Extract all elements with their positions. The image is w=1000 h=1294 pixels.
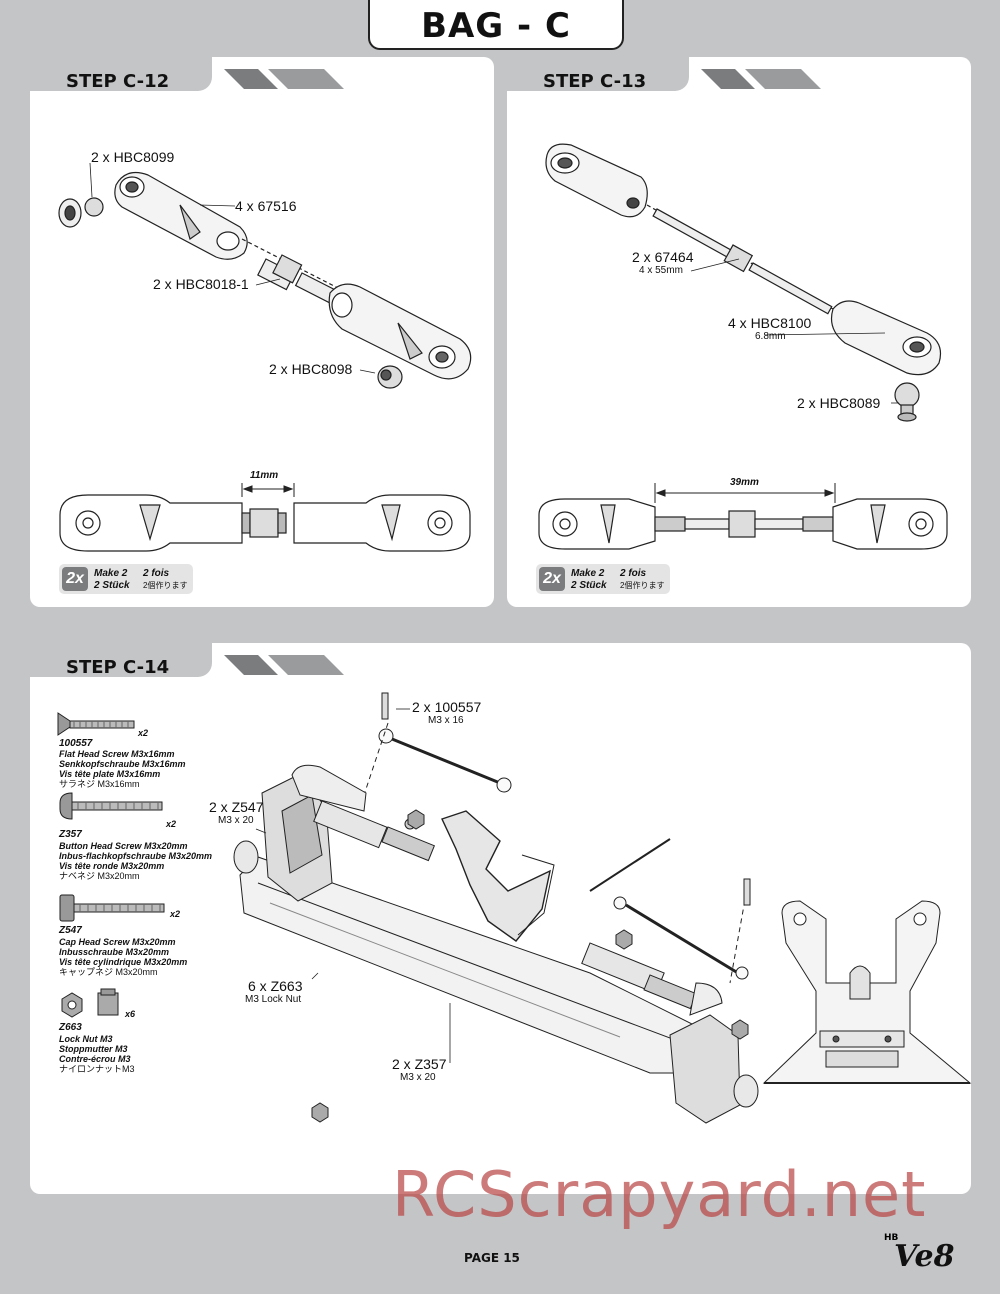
label-67464-size: 4 x 55mm bbox=[639, 265, 683, 276]
part-0-name-jp: サラネジ M3x16mm bbox=[59, 779, 140, 789]
part-0-name-en: Flat Head Screw M3x16mm bbox=[59, 749, 175, 759]
dimension-39mm: 39mm bbox=[730, 477, 759, 488]
make-2-badge: 2x bbox=[539, 567, 565, 591]
part-3-name-jp: ナイロンナットM3 bbox=[59, 1064, 135, 1074]
part-0-qty: x2 bbox=[138, 728, 149, 738]
callout-100557: 2 x 100557 bbox=[412, 699, 482, 715]
bag-title: BAG - C bbox=[421, 6, 571, 46]
header-stripes bbox=[224, 655, 344, 675]
dimension-11mm: 11mm bbox=[250, 470, 279, 481]
header-stripes bbox=[224, 69, 344, 89]
part-2-name-en: Cap Head Screw M3x20mm bbox=[59, 937, 176, 947]
make-text-jp: 2個作ります bbox=[143, 581, 188, 590]
part-1-qty: x2 bbox=[166, 819, 177, 829]
callout-z663: 6 x Z663 bbox=[248, 978, 303, 994]
part-2-code: Z547 bbox=[59, 925, 82, 936]
callout-100557-size: M3 x 16 bbox=[428, 715, 464, 726]
make-text-de: 2 Stück bbox=[571, 580, 607, 591]
callout-z547: 2 x Z547 bbox=[209, 799, 264, 815]
part-0-name-de: Senkkopfschraube M3x16mm bbox=[59, 759, 186, 769]
part-2-name-jp: キャップネジ M3x20mm bbox=[59, 967, 158, 977]
step-c12-exploded-drawing bbox=[58, 162, 472, 552]
part-2-name-fr: Vis tête cylindrique M3x20mm bbox=[59, 957, 188, 967]
part-0-code: 100557 bbox=[59, 738, 93, 749]
make-text-jp: 2個作ります bbox=[620, 581, 665, 590]
part-3-name-en: Lock Nut M3 bbox=[59, 1034, 113, 1044]
step-c12-title: STEP C-12 bbox=[66, 71, 170, 92]
label-hbc8100: 4 x HBC8100 bbox=[728, 315, 812, 331]
logo-brand: HB bbox=[884, 1233, 899, 1243]
part-1-name-de: Inbus-flachkopfschraube M3x20mm bbox=[59, 851, 213, 861]
logo-model: Ve8 bbox=[894, 1239, 955, 1274]
step-c14-title: STEP C-14 bbox=[66, 657, 170, 678]
callout-z357: 2 x Z357 bbox=[392, 1056, 447, 1072]
make-2-note: 2x Make 2 2 Stück 2 fois 2個作ります bbox=[536, 564, 670, 594]
watermark: RCScrapyard.net bbox=[392, 1158, 927, 1231]
label-67516: 4 x 67516 bbox=[235, 198, 297, 214]
label-67464: 2 x 67464 bbox=[632, 249, 694, 265]
make-text-fr: 2 fois bbox=[620, 568, 647, 579]
label-hbc8018: 2 x HBC8018-1 bbox=[153, 276, 249, 292]
make-text-fr: 2 fois bbox=[143, 568, 170, 579]
label-hbc8100-size: 6.8mm bbox=[755, 331, 786, 342]
part-3-name-fr: Contre-écrou M3 bbox=[59, 1054, 131, 1064]
part-1-name-jp: ナベネジ M3x20mm bbox=[59, 871, 140, 881]
callout-z357-size: M3 x 20 bbox=[400, 1072, 436, 1083]
ve8-logo: HB Ve8 bbox=[880, 1226, 970, 1281]
step-c13-title: STEP C-13 bbox=[543, 71, 647, 92]
make-2-note: 2x Make 2 2 Stück 2 fois 2個作ります bbox=[59, 564, 193, 594]
part-1-name-en: Button Head Screw M3x20mm bbox=[59, 841, 188, 851]
make-text-en: Make 2 bbox=[94, 568, 128, 579]
header-stripes bbox=[701, 69, 821, 89]
part-2-name-de: Inbusschraube M3x20mm bbox=[59, 947, 170, 957]
step-c13-panel: STEP C-13 bbox=[507, 55, 971, 607]
step-c14-panel: STEP C-14 x2 100557 Flat Head Screw M3 bbox=[30, 641, 972, 1194]
label-hbc8099: 2 x HBC8099 bbox=[91, 149, 175, 165]
part-0-name-fr: Vis tête plate M3x16mm bbox=[59, 769, 161, 779]
chassis-assembly-drawing bbox=[233, 692, 972, 1124]
part-3-qty: x6 bbox=[125, 1009, 136, 1019]
make-text-de: 2 Stück bbox=[94, 580, 130, 591]
callout-z663-size: M3 Lock Nut bbox=[245, 994, 302, 1005]
part-1-name-fr: Vis tête ronde M3x20mm bbox=[59, 861, 165, 871]
page-number: PAGE 15 bbox=[464, 1251, 520, 1265]
bag-title-tab: BAG - C bbox=[368, 0, 624, 50]
make-text-en: Make 2 bbox=[571, 568, 605, 579]
part-3-code: Z663 bbox=[59, 1022, 82, 1033]
part-1-code: Z357 bbox=[59, 829, 82, 840]
part-2-qty: x2 bbox=[170, 909, 181, 919]
step-c12-panel: STEP C-12 bbox=[30, 55, 494, 607]
step-c13-exploded-drawing bbox=[538, 143, 948, 550]
part-3-name-de: Stoppmutter M3 bbox=[59, 1044, 128, 1054]
label-hbc8098: 2 x HBC8098 bbox=[269, 361, 353, 377]
label-hbc8089: 2 x HBC8089 bbox=[797, 395, 881, 411]
make-2-badge: 2x bbox=[62, 567, 88, 591]
parts-list-icons bbox=[57, 712, 165, 1018]
callout-z547-size: M3 x 20 bbox=[218, 815, 254, 826]
